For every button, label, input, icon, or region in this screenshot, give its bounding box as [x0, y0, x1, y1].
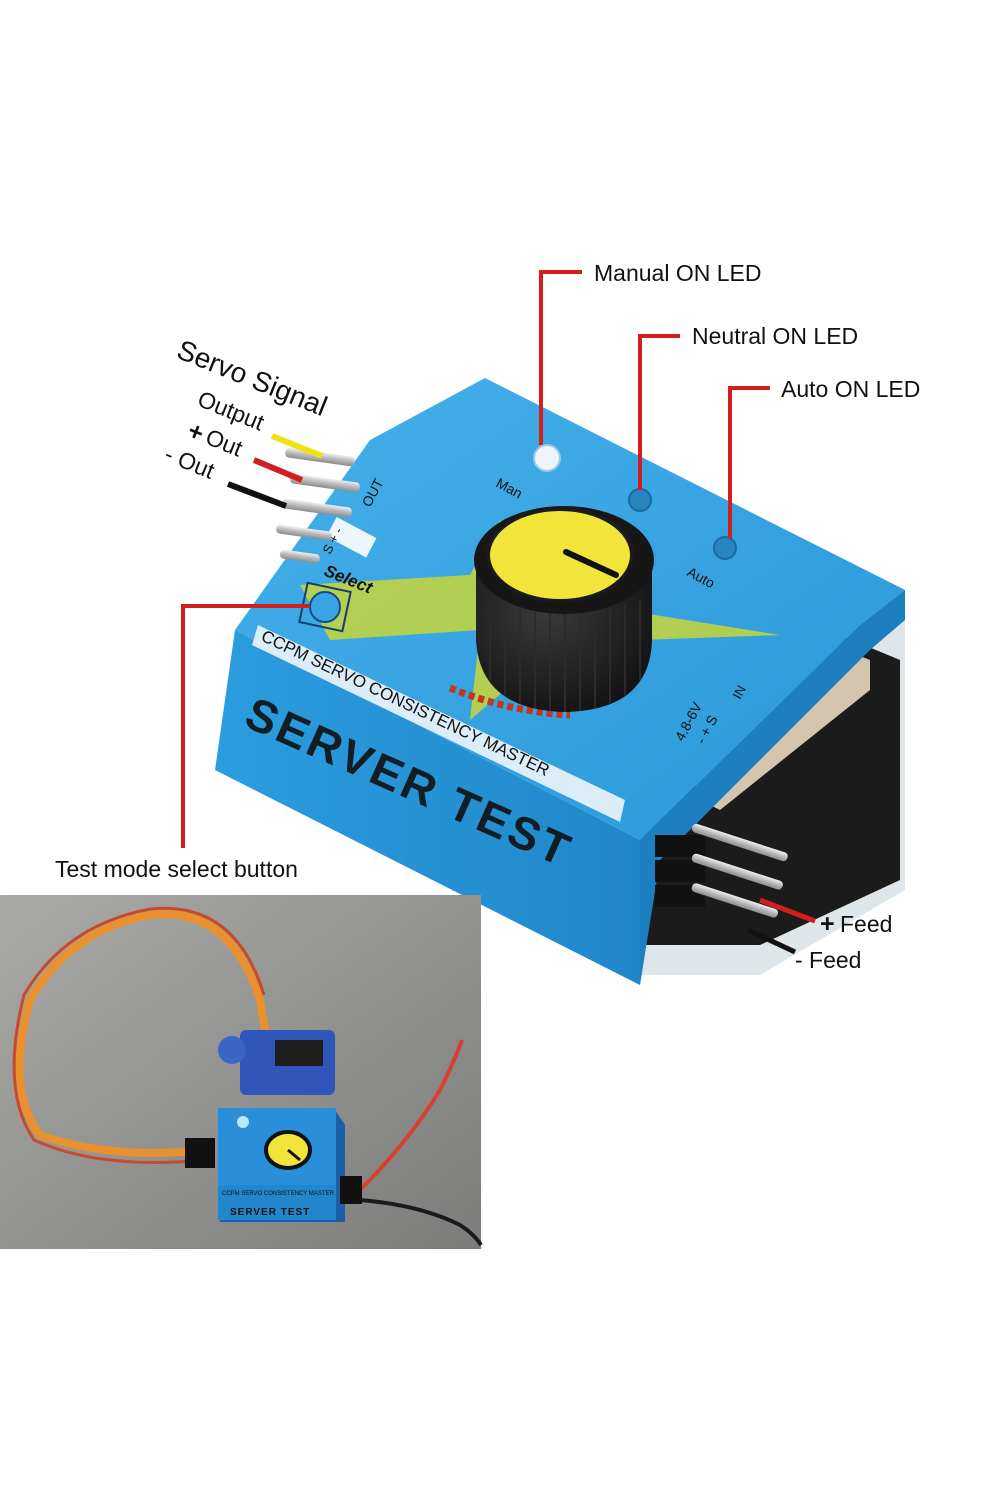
- photo-device-brand: CCPM SERVO CONSISTENCY MASTER: [222, 1191, 334, 1197]
- photo-feed-wire-black: [359, 1198, 483, 1247]
- photo-device-title: SERVER TEST: [230, 1207, 310, 1218]
- select-button-callout-line: [181, 604, 310, 848]
- select-button-callout: Test mode select button: [55, 856, 298, 882]
- device-front-face: [215, 630, 640, 985]
- auto-led: [713, 536, 737, 560]
- neutral-led: [628, 488, 652, 512]
- minus-out-wire: [226, 481, 288, 509]
- feed-wires: [746, 897, 816, 955]
- dial-scale: [448, 684, 571, 719]
- input-pin-header: [655, 823, 788, 918]
- auto-led-callout: Auto ON LED: [781, 376, 920, 402]
- photo-servo-gear: [218, 1036, 246, 1064]
- plus-out-wire: [252, 457, 304, 483]
- servo-cable-orange: [15, 910, 274, 1157]
- minus-feed-wire: [746, 927, 797, 955]
- auto-led-callout-line: [728, 386, 770, 538]
- plus-feed-callout: Feed: [840, 911, 892, 937]
- photo-servo-label: [275, 1040, 323, 1066]
- select-button-frame: [298, 581, 352, 633]
- manual-led-callout: Manual ON LED: [594, 260, 761, 286]
- out-pin-marking-box: [326, 516, 377, 558]
- servo-tester-device: Man Auto OUT S + - Select CCPM SERVO CON…: [215, 378, 905, 985]
- servo-cable-red: [12, 906, 266, 1164]
- callout-lines: [181, 270, 770, 848]
- photo-connector-right: [340, 1176, 362, 1204]
- speed-knob[interactable]: [474, 506, 654, 712]
- neutral-led-callout: Neutral ON LED: [692, 323, 858, 349]
- plus-feed-sign: +: [820, 910, 835, 938]
- manual-led: [533, 444, 561, 472]
- photo-tester-front: [218, 1185, 336, 1220]
- select-button[interactable]: [309, 591, 341, 623]
- photo-feed-wire-red: [358, 1039, 464, 1192]
- knob-cap: [486, 507, 634, 603]
- input-tag: IN: [729, 683, 748, 702]
- knob-pointer: [563, 549, 619, 578]
- brand-strip: [252, 625, 625, 822]
- device-sleeve-right: [640, 590, 905, 985]
- manual-led-callout-line: [539, 270, 582, 445]
- plus-feed-wire: [759, 897, 816, 924]
- neutral-led-callout-line: [638, 334, 680, 490]
- photo-connector-left: [185, 1138, 215, 1168]
- usage-photo: CCPM SERVO CONSISTENCY MASTER SERVER TES…: [0, 895, 483, 1249]
- signal-wire: [270, 433, 324, 459]
- minus-feed-callout: - Feed: [795, 947, 861, 973]
- photo-led: [237, 1116, 249, 1128]
- photo-knob-pointer: [287, 1148, 301, 1162]
- output-wires: [226, 433, 324, 509]
